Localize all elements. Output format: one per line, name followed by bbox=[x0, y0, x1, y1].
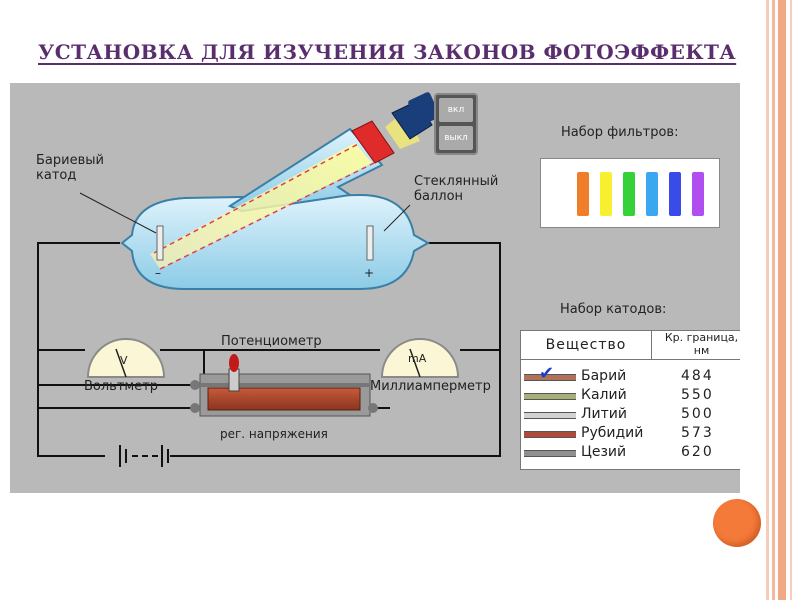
table-header-substance: Вещество bbox=[521, 331, 652, 360]
cathodes-title: Набор катодов: bbox=[560, 302, 667, 317]
border-stripe bbox=[772, 0, 775, 600]
filter-0[interactable] bbox=[577, 172, 589, 216]
cathode-swatch bbox=[524, 450, 576, 457]
cathode-limit-value: 573 bbox=[681, 425, 714, 441]
cathode-swatch bbox=[524, 412, 576, 419]
table-row[interactable]: Калий 550 bbox=[521, 386, 740, 405]
potentiometer bbox=[190, 354, 378, 417]
battery bbox=[119, 445, 169, 467]
lamp-switch[interactable]: вкл выкл bbox=[434, 93, 478, 155]
table-header-limit-label: Кр. граница, bbox=[664, 331, 739, 344]
cathode-name: Барий bbox=[581, 368, 627, 384]
table-row[interactable]: Цезий 620 bbox=[521, 443, 740, 462]
filter-4[interactable] bbox=[669, 172, 681, 216]
milliammeter-unit: mA bbox=[408, 352, 427, 365]
filter-1[interactable] bbox=[600, 172, 612, 216]
cathode-limit-value: 484 bbox=[681, 368, 714, 384]
filter-3[interactable] bbox=[646, 172, 658, 216]
plus-sign: + bbox=[364, 266, 375, 280]
voltage-regulator-label: рег. напряжения bbox=[220, 427, 328, 441]
cathode-limit-value: 550 bbox=[681, 387, 714, 403]
table-row[interactable]: Рубидий 573 bbox=[521, 424, 740, 443]
cathode-name: Литий bbox=[581, 406, 627, 422]
table-header-limit: Кр. граница, нм bbox=[652, 331, 740, 360]
setup-panel: V mA вкл выкл Бариевый катод Стеклянный … bbox=[10, 83, 740, 493]
border-stripe bbox=[790, 0, 792, 600]
border-stripe bbox=[778, 0, 786, 600]
circuit-diagram bbox=[37, 92, 501, 467]
filter-5[interactable] bbox=[692, 172, 704, 216]
cathode-swatch bbox=[524, 431, 576, 438]
slide-title: УСТАНОВКА ДЛЯ ИЗУЧЕНИЯ ЗАКОНОВ ФОТОЭФФЕК… bbox=[38, 40, 737, 64]
lamp-icon bbox=[351, 92, 440, 164]
voltmeter-gauge bbox=[86, 338, 166, 378]
potentiometer-label: Потенциометр bbox=[221, 334, 322, 349]
filters-title: Набор фильтров: bbox=[561, 125, 679, 140]
border-stripe bbox=[766, 0, 769, 600]
cathode-name: Калий bbox=[581, 387, 627, 403]
slider-handle bbox=[228, 368, 240, 392]
cathode-name: Рубидий bbox=[581, 425, 644, 441]
cathode bbox=[156, 225, 164, 261]
cathode-label: Бариевый катод bbox=[36, 153, 104, 183]
filter-set bbox=[540, 158, 720, 228]
anode bbox=[366, 225, 374, 261]
cathode-swatch bbox=[524, 374, 576, 381]
balloon-label: Стеклянный баллон bbox=[414, 174, 499, 204]
table-row[interactable]: Литий 500 bbox=[521, 405, 740, 424]
table-row[interactable]: ✔ Барий 484 bbox=[521, 363, 740, 386]
cathode-limit-value: 620 bbox=[681, 444, 714, 460]
table-header-unit: нм bbox=[693, 344, 710, 357]
next-slide-button[interactable] bbox=[713, 499, 761, 547]
cathode-swatch bbox=[524, 393, 576, 400]
checkmark-icon: ✔ bbox=[539, 363, 555, 384]
minus-sign: – bbox=[155, 266, 161, 280]
voltmeter-label: Вольтметр bbox=[84, 379, 159, 394]
cathode-name: Цезий bbox=[581, 444, 627, 460]
milliammeter-gauge bbox=[380, 338, 460, 378]
filter-2[interactable] bbox=[623, 172, 635, 216]
lamp-off-button[interactable]: выкл bbox=[439, 126, 473, 150]
lamp-on-button[interactable]: вкл bbox=[439, 98, 473, 122]
milliammeter-label: Миллиамперметр bbox=[370, 379, 491, 394]
cathode-limit-value: 500 bbox=[681, 406, 714, 422]
glass-balloon bbox=[79, 127, 431, 290]
voltmeter-unit: V bbox=[120, 354, 128, 367]
